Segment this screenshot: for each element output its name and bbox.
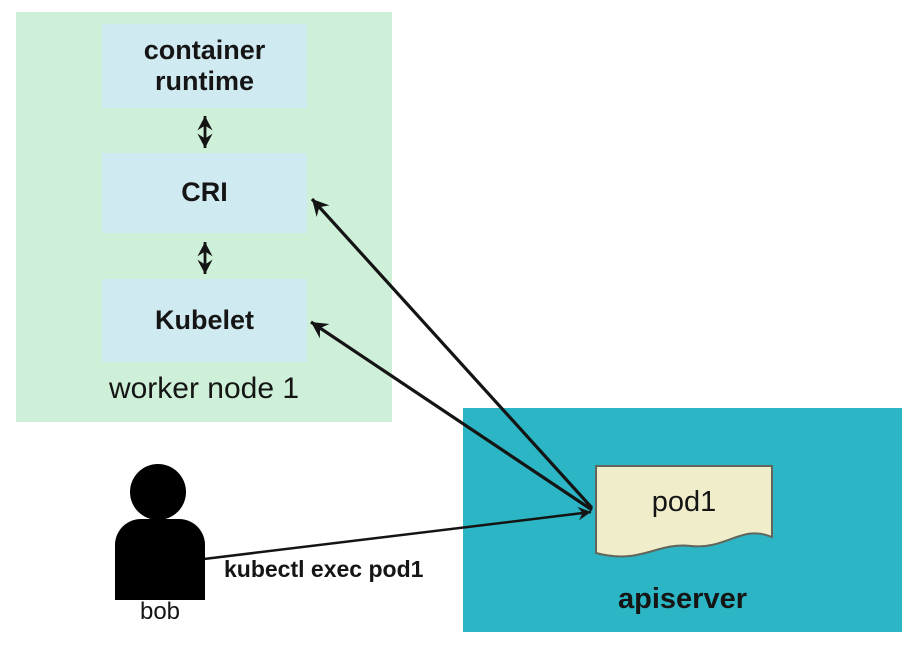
container-runtime-label: container runtime — [143, 34, 266, 96]
node-cri: CRI — [102, 153, 307, 233]
apiserver-label: apiserver — [618, 583, 747, 615]
user-label: bob — [139, 598, 181, 625]
worker-node-label: worker node 1 — [108, 372, 300, 405]
worker-node-group: container runtime CRI Kubelet worker nod… — [16, 12, 392, 422]
command-label: kubectl exec pod1 — [224, 556, 424, 582]
kubelet-label: Kubelet — [154, 304, 254, 335]
node-container-runtime: container runtime — [102, 24, 307, 108]
person-body-icon — [115, 519, 205, 600]
pod1-label: pod1 — [651, 485, 717, 518]
node-kubelet: Kubelet — [102, 279, 307, 362]
person-icon — [130, 464, 186, 520]
cri-label: CRI — [181, 177, 228, 208]
